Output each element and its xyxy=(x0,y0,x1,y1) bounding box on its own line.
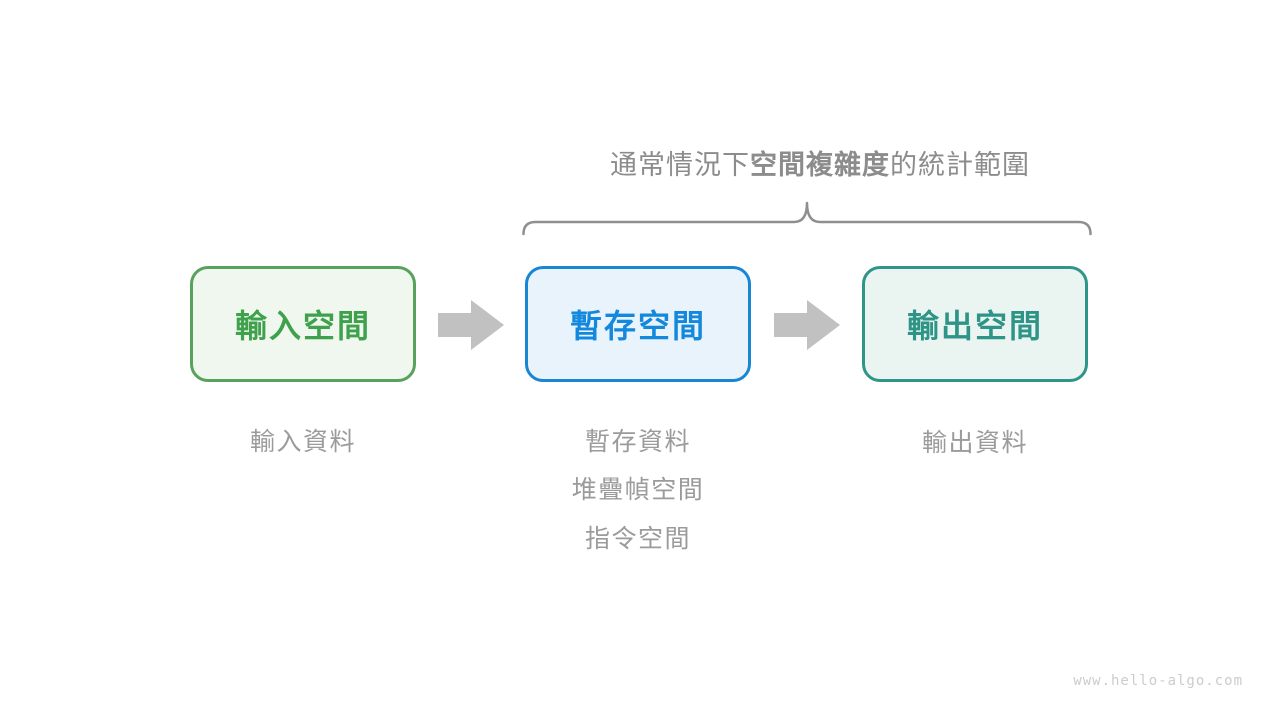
input-space-box: 輸入空間 xyxy=(190,266,416,382)
scope-brace-icon xyxy=(522,201,1092,236)
title-prefix: 通常情況下 xyxy=(610,150,750,180)
buffer-space-box: 暫存空間 xyxy=(525,266,751,382)
input-data-annotation: 輸入資料 xyxy=(249,428,356,456)
title-bold-term: 空間複雜度 xyxy=(750,150,890,180)
output-space-label: 輸出空間 xyxy=(906,308,1043,344)
instruction-space-annotation: 指令空間 xyxy=(584,525,691,553)
arrow-right-icon xyxy=(438,300,504,350)
scope-title: 通常情況下空間複雜度的統計範圍 xyxy=(530,143,1110,182)
output-data-annotation: 輸出資料 xyxy=(921,429,1028,457)
title-suffix: 的統計範圍 xyxy=(890,150,1030,180)
output-space-box: 輸出空間 xyxy=(862,266,1088,382)
buffer-data-annotation: 暫存資料 xyxy=(584,428,691,456)
input-space-label: 輸入空間 xyxy=(234,308,371,344)
site-watermark: www.hello-algo.com xyxy=(1073,673,1243,689)
stack-frame-space-annotation: 堆疊幀空間 xyxy=(571,476,705,504)
arrow-right-icon xyxy=(774,300,840,350)
buffer-space-label: 暫存空間 xyxy=(569,308,706,344)
